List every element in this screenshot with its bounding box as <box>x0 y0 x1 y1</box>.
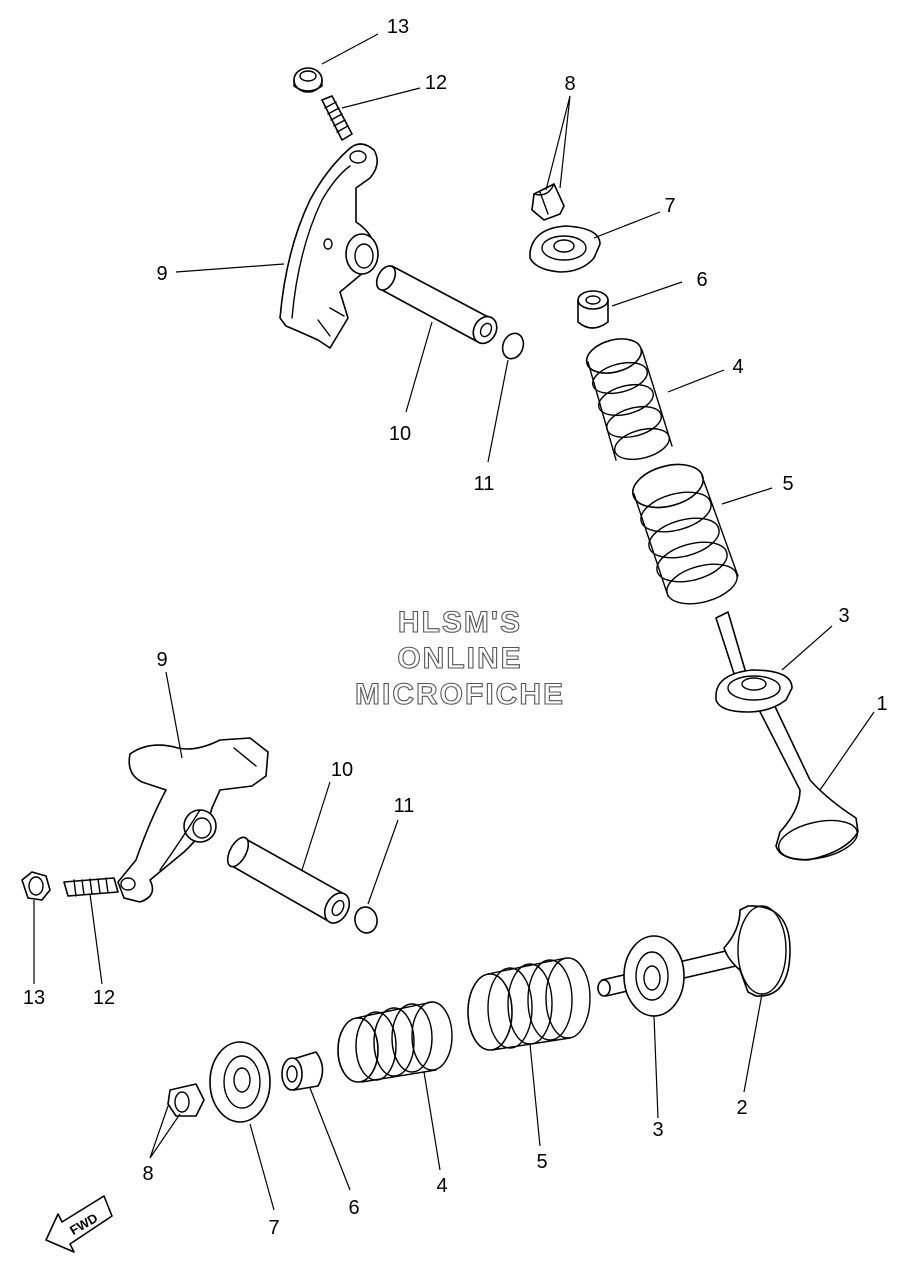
callout-3-top: 3 <box>838 605 849 627</box>
rocker-arm-9-mid <box>117 737 269 903</box>
callout-13-mid: 13 <box>23 987 45 1009</box>
spring-retainer-7-top <box>529 225 601 273</box>
callout-3-bottom: 3 <box>652 1119 663 1141</box>
outer-valve-spring-5-top <box>632 463 739 605</box>
callout-11-top: 11 <box>474 473 495 495</box>
callout-4-bottom: 4 <box>436 1175 447 1197</box>
nut-13-mid <box>21 871 51 901</box>
valve-cotter-8-top <box>531 183 565 221</box>
outer-valve-spring-5-bottom <box>467 957 591 1051</box>
callout-2-bottom: 2 <box>736 1097 747 1119</box>
callout-10-top: 10 <box>389 423 411 445</box>
callout-10-mid: 10 <box>331 759 353 781</box>
rocker-shaft-10-mid <box>226 836 351 924</box>
callout-11-mid: 11 <box>394 795 415 817</box>
callout-12-top: 12 <box>425 72 447 94</box>
callout-8-top: 8 <box>564 73 575 95</box>
callout-5-bottom: 5 <box>536 1151 547 1173</box>
valve-cotter-8-bottom <box>167 1083 205 1117</box>
rocker-arm-9-top <box>279 143 379 349</box>
o-ring-11-top <box>501 332 525 360</box>
valve-1-top <box>715 611 859 861</box>
callout-5-top: 5 <box>782 473 793 495</box>
spring-seat-3-top <box>715 669 793 713</box>
adjuster-screw-12-top <box>321 95 353 141</box>
o-ring-11-mid <box>354 906 378 934</box>
callout-4-top: 4 <box>732 356 743 378</box>
watermark: HLSM'S ONLINE MICROFICHE <box>354 605 565 711</box>
watermark-line-3: MICROFICHE <box>355 678 565 711</box>
adjuster-screw-12-mid <box>63 877 119 897</box>
watermark-line-2: ONLINE <box>397 642 522 675</box>
valve-stem-seal-6-top <box>577 290 609 329</box>
fwd-arrow-icon: FWD <box>45 1195 113 1253</box>
callout-1-top: 1 <box>876 693 887 715</box>
valve-stem-seal-6-bottom <box>281 1051 324 1091</box>
callout-6-bottom: 6 <box>348 1197 359 1219</box>
callout-7-bottom: 7 <box>268 1217 279 1239</box>
rocker-shaft-10-top <box>375 265 498 345</box>
callout-9-top: 9 <box>156 263 167 285</box>
callout-8-bottom: 8 <box>142 1163 153 1185</box>
inner-valve-spring-4-top <box>585 338 673 461</box>
nut-13-top <box>293 67 323 93</box>
callout-9-mid: 9 <box>156 649 167 671</box>
callout-13-top: 13 <box>387 16 409 38</box>
callout-labels: 13 12 9 10 11 8 7 6 4 5 3 1 9 10 11 13 1… <box>23 16 888 1239</box>
callout-7-top: 7 <box>664 195 675 217</box>
leader-lines <box>33 33 875 1211</box>
spring-seat-3-bottom <box>623 935 685 1017</box>
watermark-line-1: HLSM'S <box>398 606 522 639</box>
callout-12-mid: 12 <box>93 987 115 1009</box>
inner-valve-spring-4-bottom <box>337 1001 453 1083</box>
callout-6-top: 6 <box>696 269 707 291</box>
spring-retainer-7-bottom <box>209 1041 271 1123</box>
